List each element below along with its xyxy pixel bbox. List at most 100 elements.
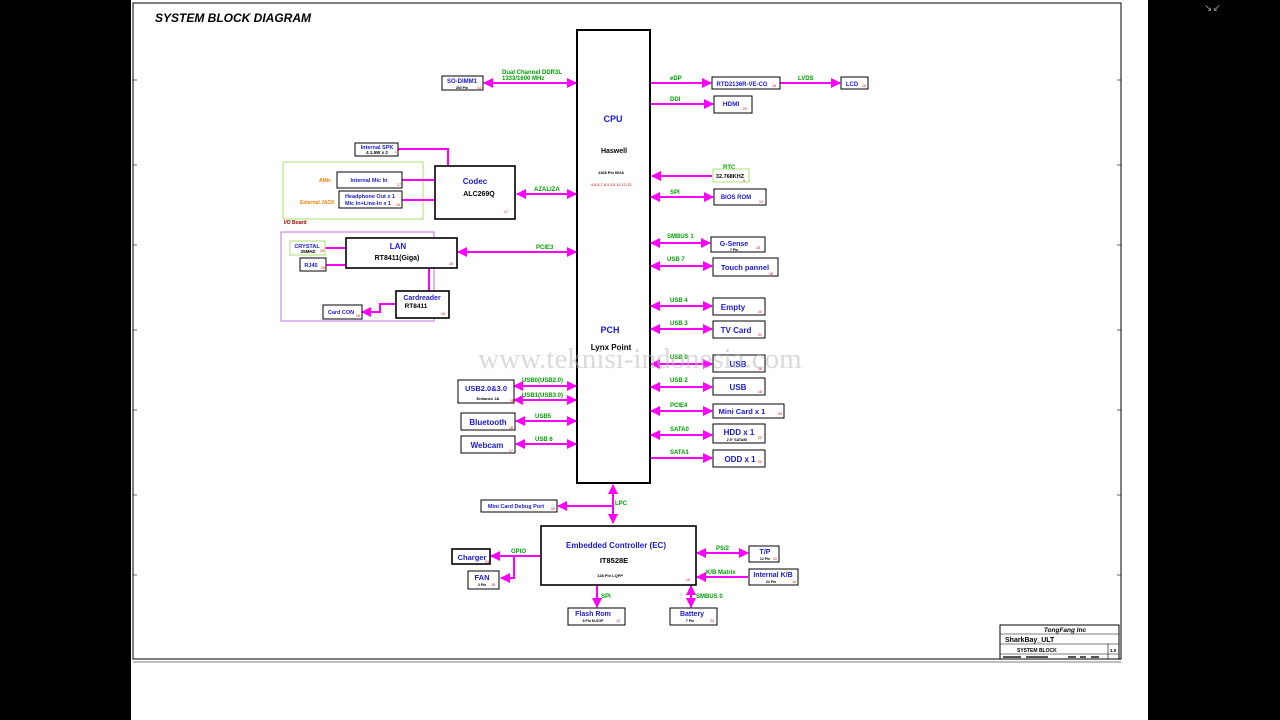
usb-right-box-1[interactable]: USB 18 <box>712 354 766 373</box>
lvds-bus-label: LVDS <box>798 76 814 82</box>
webcam-box[interactable]: Webcam 17 <box>460 435 516 454</box>
rtd2136r-box[interactable]: RTD2136R-VE-CG 19 <box>711 76 781 90</box>
webcam-box-page: 17 <box>509 449 513 453</box>
rtc-crystal-box-name: 32.768KHZ <box>716 174 745 180</box>
bios-rom-box-name: BIOS ROM <box>721 195 751 201</box>
spi-bios-bus-label: SPI <box>670 190 680 196</box>
lcd-box[interactable]: LCD 16 <box>840 76 869 90</box>
lcd-box-name: LCD <box>846 82 859 88</box>
cardreader-box[interactable]: Cardreader RT8411 16 <box>395 290 450 319</box>
battery-box-page: 24 <box>710 619 714 623</box>
usb23-box-name: USB2.0&3.0 <box>465 384 507 393</box>
external-jack-label: External JACK <box>300 200 335 206</box>
gpio-fan-arrow <box>500 556 515 583</box>
tv-card-box-name: TV Card <box>721 326 752 335</box>
fullscreen-exit-icon[interactable]: ↘↙ <box>1204 3 1221 14</box>
cardreader-cardcon-line <box>361 303 396 317</box>
crystal-box[interactable]: CRYSTAL 25MHZ 15 <box>289 240 326 256</box>
sodimm-box[interactable]: SO-DIMM1 260 Pin 14 <box>441 75 484 91</box>
rtc-bus-label: RTC <box>723 165 736 171</box>
fan-box-page: 15 <box>491 583 495 587</box>
rtd2136r-box-name: RTD2136R-VE-CG <box>716 82 767 88</box>
webcam-box-name: Webcam <box>471 441 504 450</box>
internal-spk-box[interactable]: Internal SPK 4 1.5W x 2 17 <box>354 142 399 157</box>
mini-card-box[interactable]: Mini Card x 1 20 <box>712 403 785 419</box>
hdmi-box[interactable]: HDMI 20 <box>713 95 753 114</box>
crystal-box-page: 15 <box>320 249 324 253</box>
lan-box-page: 15 <box>449 262 453 266</box>
touchpad-box-outline <box>748 545 780 563</box>
touch-panel-box[interactable]: Touch pannel 18 <box>712 257 779 277</box>
fan-box[interactable]: FAN 3 Pin 15 <box>467 570 500 590</box>
rj45-box[interactable]: RJ45 15 <box>299 257 327 272</box>
gsense-box-name: G-Sense <box>720 241 749 248</box>
hdmi-box-outline <box>713 95 753 114</box>
codec-box[interactable]: Codec ALC269Q 17 <box>434 165 516 220</box>
lan-box-label: LAN <box>390 242 407 251</box>
lan-box-outline <box>345 237 458 269</box>
charger-box[interactable]: Charger 24 <box>451 548 491 565</box>
usb6-bus-label: USB 6 <box>535 437 553 443</box>
touch-panel-box-page: 18 <box>769 272 773 276</box>
codec-box-name: ALC269Q <box>463 191 495 198</box>
debug-port-box[interactable]: Mini Card Debug Port 20 <box>480 499 558 513</box>
flash-rom-box-name: Flash Rom <box>575 611 611 618</box>
sodimm-box-sub: 260 Pin <box>456 86 468 90</box>
rtc-crystal-box-page: 9 <box>743 179 745 183</box>
card-con-box[interactable]: Card CON 16 <box>322 304 363 320</box>
touchpad-box-name: T/P <box>760 549 771 556</box>
ec-box-sub: 128 Pin LQFP <box>597 573 623 578</box>
cpu-label: CPU <box>603 114 622 124</box>
usb-right-box-1-name: USB <box>730 360 747 369</box>
usb23-box[interactable]: USB2.0&3.0 Enhance 2A 18 <box>457 379 515 404</box>
charger-box-page: 24 <box>485 560 489 564</box>
ec-box[interactable]: Embedded Controller (EC) IT8528E 128 Pin… <box>540 525 697 586</box>
cardreader-box-label: Cardreader <box>403 295 441 302</box>
codec-spk-line <box>398 148 449 165</box>
kb-bus-label: K/B Matrix <box>706 570 736 576</box>
hdd-box-sub: 2.5" SATA/III <box>727 438 747 442</box>
internal-mic-box[interactable]: Internal Mic In 17 <box>336 171 403 189</box>
flash-rom-box[interactable]: Flash Rom 8 Pin M-SOP 13 <box>567 607 626 626</box>
lan-box[interactable]: LAN RT8411(Giga) 15 <box>345 237 458 269</box>
bios-rom-box[interactable]: BIOS ROM 10 <box>713 188 767 206</box>
title-block-project: SharkBay_ULT <box>1005 637 1055 644</box>
pch-label: PCH <box>600 325 619 335</box>
debug-port-box-name: Mini Card Debug Port <box>488 504 544 510</box>
usb-right-box-2-outline <box>712 377 766 396</box>
headphone-jack-box[interactable]: Headphone Out x 1 Mic In+Line-In x 1 16 <box>338 190 403 209</box>
empty-box-name: Empty <box>721 303 746 312</box>
title-block-outline <box>999 624 1120 660</box>
gsense-box[interactable]: G-Sense 7 Pin 18 <box>710 236 766 253</box>
touchpad-box[interactable]: T/P 12 Pin 22 <box>748 545 780 563</box>
battery-box[interactable]: Battery 7 Pin 24 <box>669 607 718 626</box>
bluetooth-box[interactable]: Bluetooth 18 <box>460 412 516 431</box>
cpu-page-refs: 4,5,6,7,8,9,10,11,12,13 <box>591 182 633 187</box>
touchpad-box-page: 22 <box>773 557 777 561</box>
usb23-box-page: 18 <box>510 399 514 403</box>
rtc-crystal-box[interactable]: 32.768KHZ 9 <box>712 168 750 183</box>
internal-kb-box[interactable]: Internal K/B 24 Pin 14 <box>748 568 799 586</box>
ec-box-name: IT8528E <box>600 556 628 565</box>
usb-right-box-2[interactable]: USB 18 <box>712 377 766 396</box>
internal-mic-box-outline <box>336 171 403 189</box>
battery-box-name: Battery <box>680 611 704 618</box>
lpc-bus-label: LPC <box>615 501 628 507</box>
odd-box-name: ODD x 1 <box>724 455 756 464</box>
smbus1-bus-label: SMBUS 1 <box>667 234 694 240</box>
cpu-pch-block[interactable] <box>576 29 651 484</box>
io-board-label: I/O Board <box>284 220 307 226</box>
sodimm-box-name: SO-DIMM1 <box>447 79 478 85</box>
hdd-box-outline <box>712 423 766 444</box>
pch-name: Lynx Point <box>591 343 632 352</box>
title-block: TongFang Inc SharkBay_ULT SYSTEM BLOCK 1… <box>999 624 1120 660</box>
title-block-rev: 1.0 <box>1110 648 1117 653</box>
empty-box-outline <box>712 297 766 316</box>
odd-box[interactable]: ODD x 1 22 <box>712 449 766 468</box>
internal-mic-box-page: 17 <box>397 183 401 187</box>
tv-card-box[interactable]: TV Card 21 <box>712 320 766 339</box>
sodimm-box-page: 14 <box>477 86 481 90</box>
empty-box[interactable]: Empty 20 <box>712 297 766 316</box>
hdd-box[interactable]: HDD x 1 2.5" SATA/III 22 <box>712 423 766 444</box>
